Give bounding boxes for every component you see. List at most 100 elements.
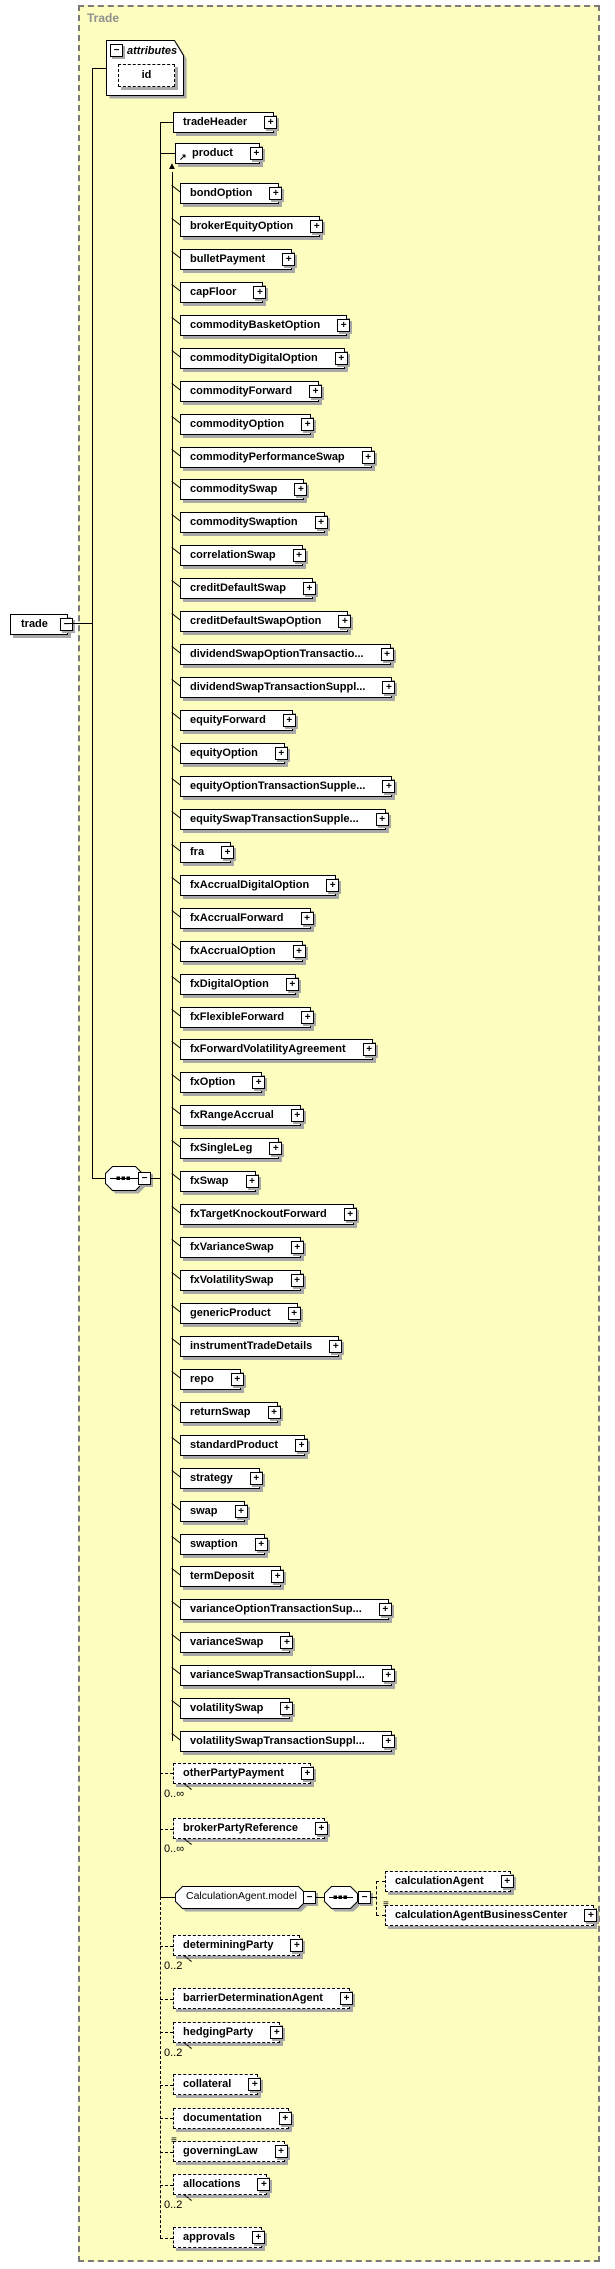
expand-toggle[interactable]: + bbox=[302, 582, 316, 595]
expand-toggle[interactable]: + bbox=[382, 780, 396, 793]
expand-toggle[interactable]: + bbox=[285, 978, 299, 991]
element-box-fxAccrualDigitalOption[interactable]: fxAccrualDigitalOption+ bbox=[180, 875, 340, 896]
expand-toggle[interactable]: + bbox=[267, 1406, 281, 1419]
expand-toggle[interactable]: + bbox=[314, 516, 328, 529]
element-box-approvals[interactable]: approvals+ bbox=[173, 2227, 265, 2248]
expand-toggle[interactable]: + bbox=[362, 1043, 376, 1056]
element-box-capFloor[interactable]: capFloor+ bbox=[180, 282, 267, 303]
element-box-bulletPayment[interactable]: bulletPayment+ bbox=[180, 249, 296, 270]
expand-toggle[interactable]: + bbox=[300, 912, 314, 925]
expand-toggle[interactable]: + bbox=[380, 648, 394, 661]
element-box-equityOption[interactable]: equityOption+ bbox=[180, 743, 288, 764]
model-group-box[interactable] bbox=[175, 1886, 310, 1913]
element-box-fxAccrualOption[interactable]: fxAccrualOption+ bbox=[180, 941, 306, 962]
element-box-fxRangeAccrual[interactable]: fxRangeAccrual+ bbox=[180, 1105, 304, 1126]
expand-toggle[interactable]: + bbox=[500, 1875, 514, 1888]
expand-toggle[interactable]: + bbox=[295, 1439, 309, 1452]
expand-toggle[interactable]: + bbox=[339, 1992, 353, 2005]
element-box-fxAccrualForward[interactable]: fxAccrualForward+ bbox=[180, 908, 314, 929]
element-box-determiningParty[interactable]: determiningParty+ bbox=[173, 1935, 304, 1956]
element-box-volatilitySwap[interactable]: volatilitySwap+ bbox=[180, 1698, 294, 1719]
expand-toggle[interactable]: + bbox=[290, 1939, 304, 1952]
expand-toggle[interactable]: + bbox=[282, 714, 296, 727]
element-box-fxForwardVolatilityAgreement[interactable]: fxForwardVolatilityAgreement+ bbox=[180, 1039, 376, 1060]
element-box-fxTargetKnockoutForward[interactable]: fxTargetKnockoutForward+ bbox=[180, 1204, 357, 1225]
element-box-strategy[interactable]: strategy+ bbox=[180, 1468, 263, 1489]
expand-toggle[interactable]: + bbox=[294, 483, 308, 496]
expand-toggle[interactable]: + bbox=[274, 2145, 288, 2158]
element-box-fxVolatilitySwap[interactable]: fxVolatilitySwap+ bbox=[180, 1270, 304, 1291]
expand-toggle[interactable]: + bbox=[253, 286, 267, 299]
element-box-fxVarianceSwap[interactable]: fxVarianceSwap+ bbox=[180, 1237, 304, 1258]
expand-toggle[interactable]: + bbox=[301, 1011, 315, 1024]
element-box-returnSwap[interactable]: returnSwap+ bbox=[180, 1402, 281, 1423]
expand-toggle[interactable]: + bbox=[334, 352, 348, 365]
expand-toggle[interactable]: + bbox=[269, 187, 283, 200]
collapse-toggle[interactable]: − bbox=[110, 44, 123, 57]
expand-toggle[interactable]: + bbox=[314, 1822, 328, 1835]
element-box-dividendSwapOptionTransactio[interactable]: dividendSwapOptionTransactio...+ bbox=[180, 644, 394, 665]
collapse-toggle[interactable]: − bbox=[303, 1891, 316, 1904]
element-box-documentation[interactable]: documentation+ bbox=[173, 2108, 292, 2129]
expand-toggle[interactable]: + bbox=[251, 2231, 265, 2244]
expand-toggle[interactable]: + bbox=[378, 1603, 392, 1616]
expand-toggle[interactable]: + bbox=[292, 549, 306, 562]
element-box-commodityBasketOption[interactable]: commodityBasketOption+ bbox=[180, 315, 351, 336]
element-box-varianceOptionTransactionSup[interactable]: varianceOptionTransactionSup...+ bbox=[180, 1599, 392, 1620]
element-box-fra[interactable]: fra+ bbox=[180, 842, 235, 863]
element-box-volatilitySwapTransactionSuppl[interactable]: volatilitySwapTransactionSuppl...+ bbox=[180, 1731, 395, 1752]
element-box-instrumentTradeDetails[interactable]: instrumentTradeDetails+ bbox=[180, 1336, 343, 1357]
element-box-fxDigitalOption[interactable]: fxDigitalOption+ bbox=[180, 974, 299, 995]
expand-toggle[interactable]: + bbox=[280, 1702, 294, 1715]
expand-toggle[interactable]: + bbox=[257, 2178, 271, 2191]
expand-toggle[interactable]: + bbox=[271, 1570, 285, 1583]
element-box-commodityOption[interactable]: commodityOption+ bbox=[180, 414, 315, 435]
expand-toggle[interactable]: + bbox=[287, 1307, 301, 1320]
element-box-equityOptionTransactionSupple[interactable]: equityOptionTransactionSupple...+ bbox=[180, 776, 396, 797]
expand-toggle[interactable]: + bbox=[361, 451, 375, 464]
element-box-standardProduct[interactable]: standardProduct+ bbox=[180, 1435, 309, 1456]
expand-toggle[interactable]: + bbox=[382, 681, 396, 694]
collapse-toggle[interactable]: − bbox=[138, 1172, 151, 1185]
expand-toggle[interactable]: + bbox=[292, 945, 306, 958]
attribute-box-id[interactable]: id bbox=[118, 64, 175, 87]
expand-toggle[interactable]: + bbox=[264, 116, 278, 129]
element-box-commoditySwaption[interactable]: commoditySwaption+ bbox=[180, 512, 328, 533]
element-box-allocations[interactable]: allocations+ bbox=[173, 2174, 271, 2195]
element-box-varianceSwapTransactionSuppl[interactable]: varianceSwapTransactionSuppl...+ bbox=[180, 1665, 395, 1686]
element-box-otherPartyPayment[interactable]: otherPartyPayment+ bbox=[173, 1763, 314, 1784]
element-box-commoditySwap[interactable]: commoditySwap+ bbox=[180, 479, 308, 500]
element-box-commodityForward[interactable]: commodityForward+ bbox=[180, 381, 323, 402]
expand-toggle[interactable]: + bbox=[248, 2078, 262, 2091]
element-box-genericProduct[interactable]: genericProduct+ bbox=[180, 1303, 301, 1324]
expand-toggle[interactable]: + bbox=[221, 846, 235, 859]
element-box-creditDefaultSwapOption[interactable]: creditDefaultSwapOption+ bbox=[180, 611, 352, 632]
element-box-termDeposit[interactable]: termDeposit+ bbox=[180, 1566, 285, 1587]
expand-toggle[interactable]: + bbox=[249, 147, 263, 160]
expand-toggle[interactable]: + bbox=[270, 2026, 284, 2039]
element-box-creditDefaultSwap[interactable]: creditDefaultSwap+ bbox=[180, 578, 316, 599]
collapse-toggle[interactable]: − bbox=[358, 1891, 371, 1904]
sequence-connector[interactable] bbox=[324, 1886, 362, 1913]
element-box-barrierDeterminationAgent[interactable]: barrierDeterminationAgent+ bbox=[173, 1988, 353, 2009]
element-box-fxFlexibleForward[interactable]: fxFlexibleForward+ bbox=[180, 1007, 315, 1028]
expand-toggle[interactable]: + bbox=[274, 747, 288, 760]
element-box-fxSingleLeg[interactable]: fxSingleLeg+ bbox=[180, 1138, 283, 1159]
expand-toggle[interactable]: + bbox=[252, 1076, 266, 1089]
element-box-calculationAgent[interactable]: calculationAgent+ bbox=[385, 1871, 514, 1892]
expand-toggle[interactable]: + bbox=[245, 1175, 259, 1188]
element-box-brokerPartyReference[interactable]: brokerPartyReference+ bbox=[173, 1818, 328, 1839]
expand-toggle[interactable]: + bbox=[310, 220, 324, 233]
expand-toggle[interactable]: + bbox=[230, 1373, 244, 1386]
expand-toggle[interactable]: + bbox=[269, 1142, 283, 1155]
expand-toggle[interactable]: + bbox=[381, 1669, 395, 1682]
expand-toggle[interactable]: + bbox=[290, 1274, 304, 1287]
element-box-commodityDigitalOption[interactable]: commodityDigitalOption+ bbox=[180, 348, 348, 369]
expand-toggle[interactable]: + bbox=[584, 1909, 598, 1922]
element-box-dividendSwapTransactionSuppl[interactable]: dividendSwapTransactionSuppl...+ bbox=[180, 677, 396, 698]
element-box-fxOption[interactable]: fxOption+ bbox=[180, 1072, 266, 1093]
expand-toggle[interactable]: + bbox=[290, 1109, 304, 1122]
expand-toggle[interactable]: + bbox=[337, 319, 351, 332]
element-box-product[interactable]: product+↗ bbox=[175, 143, 263, 164]
expand-toggle[interactable]: + bbox=[254, 1538, 268, 1551]
